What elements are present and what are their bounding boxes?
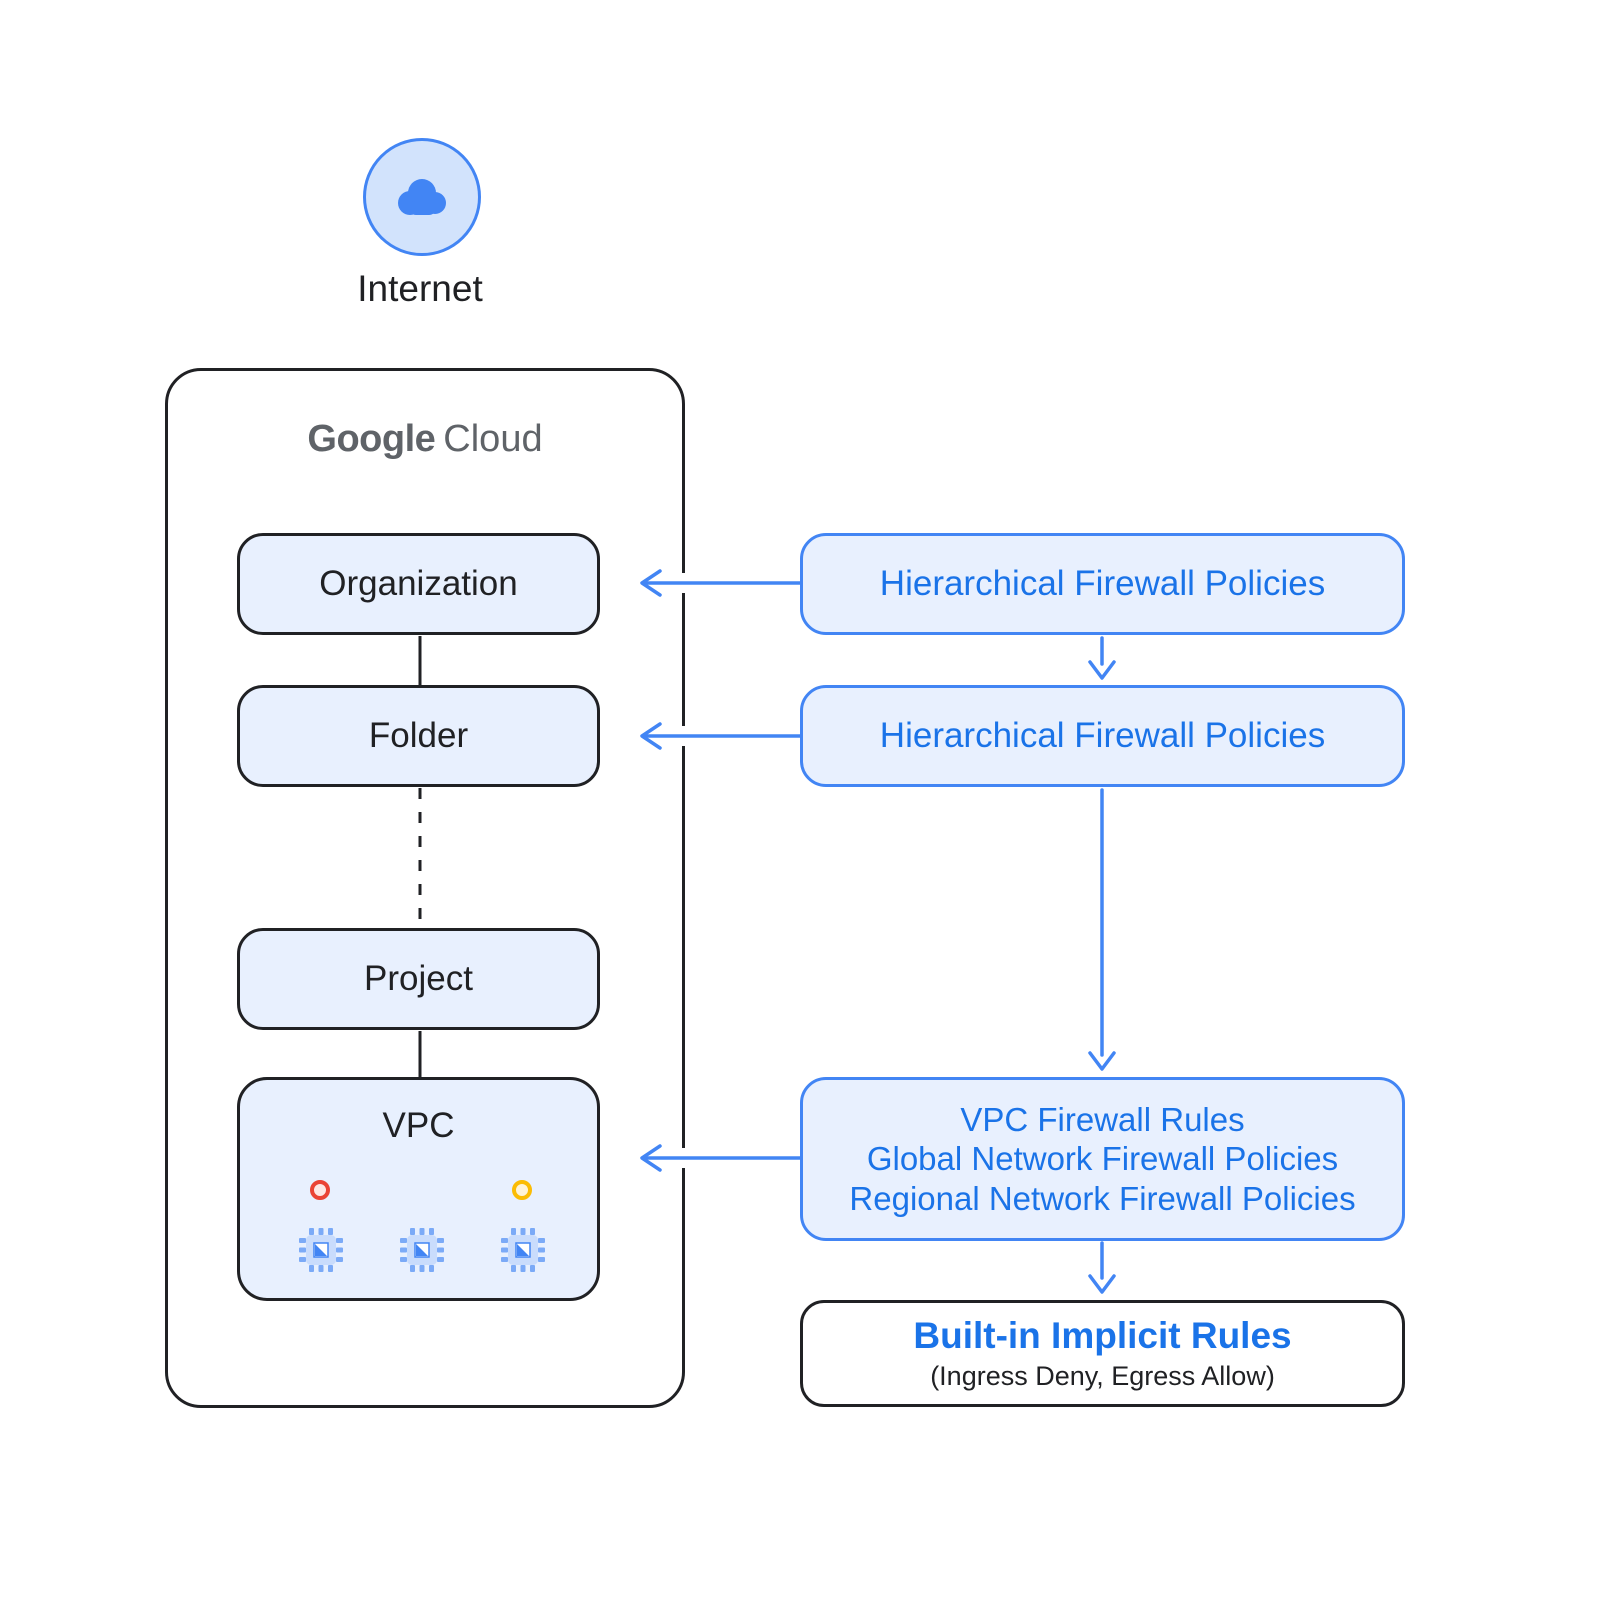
vpc-rules-line-3: Regional Network Firewall Policies [849, 1179, 1356, 1217]
arrow-rules-to-builtin [1088, 1241, 1116, 1294]
status-dot-red [310, 1180, 330, 1200]
google-cloud-logo-cloud: Cloud [443, 418, 543, 460]
vpc-rules-line-1: VPC Firewall Rules [960, 1100, 1245, 1138]
vm-chip-icon [400, 1228, 444, 1272]
folder-node: Folder [237, 685, 600, 787]
vm-chip-icon [501, 1228, 545, 1272]
builtin-rules-title: Built-in Implicit Rules [913, 1315, 1292, 1356]
built-in-implicit-rules-box: Built-in Implicit Rules (Ingress Deny, E… [800, 1300, 1405, 1407]
hfp-org-label: Hierarchical Firewall Policies [879, 564, 1326, 603]
hierarchical-firewall-policies-org-box: Hierarchical Firewall Policies [800, 533, 1405, 635]
arrow-hfp2-to-rules [1088, 788, 1116, 1071]
vpc-rules-line-2: Global Network Firewall Policies [866, 1140, 1339, 1178]
builtin-rules-subtitle: (Ingress Deny, Egress Allow) [930, 1361, 1275, 1391]
hierarchical-firewall-policies-folder-box: Hierarchical Firewall Policies [800, 685, 1405, 787]
organization-label: Organization [319, 564, 518, 603]
google-cloud-logo-google: Google [307, 418, 436, 460]
status-dot-yellow [512, 1180, 532, 1200]
vpc-firewall-rules-box: VPC Firewall Rules Global Network Firewa… [800, 1077, 1405, 1241]
folder-label: Folder [368, 716, 469, 755]
cloud-icon [398, 179, 446, 215]
hfp-folder-label: Hierarchical Firewall Policies [879, 716, 1326, 755]
project-node: Project [237, 928, 600, 1030]
vm-chip-icon [299, 1228, 343, 1272]
vpc-node: VPC [237, 1077, 600, 1301]
vpc-label: VPC [382, 1106, 455, 1145]
arrow-hfp1-to-hfp2 [1088, 636, 1116, 680]
organization-node: Organization [237, 533, 600, 635]
project-label: Project [364, 959, 473, 998]
internet-node [363, 138, 481, 256]
internet-label: Internet [357, 268, 483, 309]
